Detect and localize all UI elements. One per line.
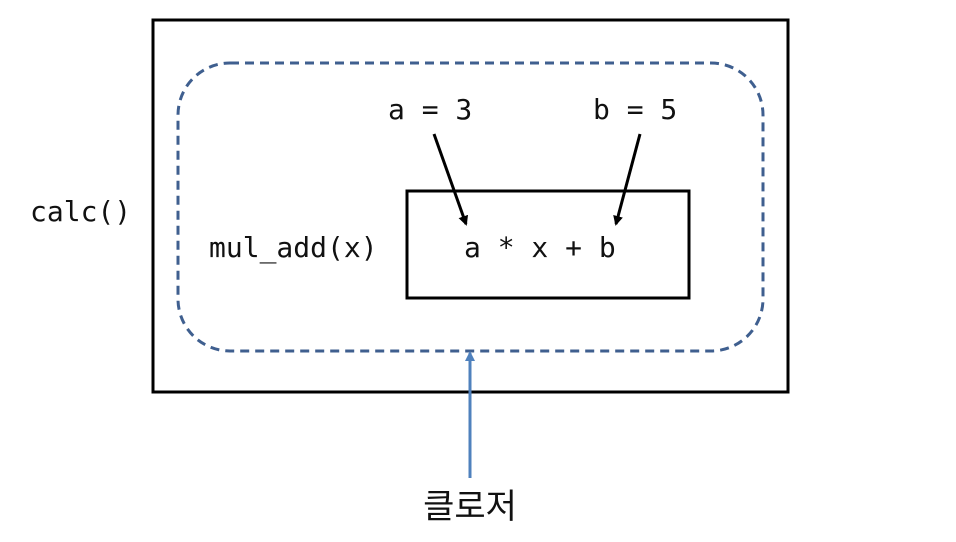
inner-function-box	[405, 189, 691, 300]
arrow-b-to-expression	[613, 133, 642, 226]
inner-function-label: mul_add(x)	[209, 231, 378, 265]
closure-label: 클로저	[423, 487, 517, 527]
arrow-a-to-expression	[432, 133, 469, 226]
captured-variable-b: b = 5	[593, 93, 677, 126]
outer-function-box	[151, 18, 790, 394]
outer-function-label: calc()	[30, 195, 131, 228]
captured-variable-a: a = 3	[388, 93, 472, 126]
inner-function-expression: a * x + b	[464, 231, 616, 264]
